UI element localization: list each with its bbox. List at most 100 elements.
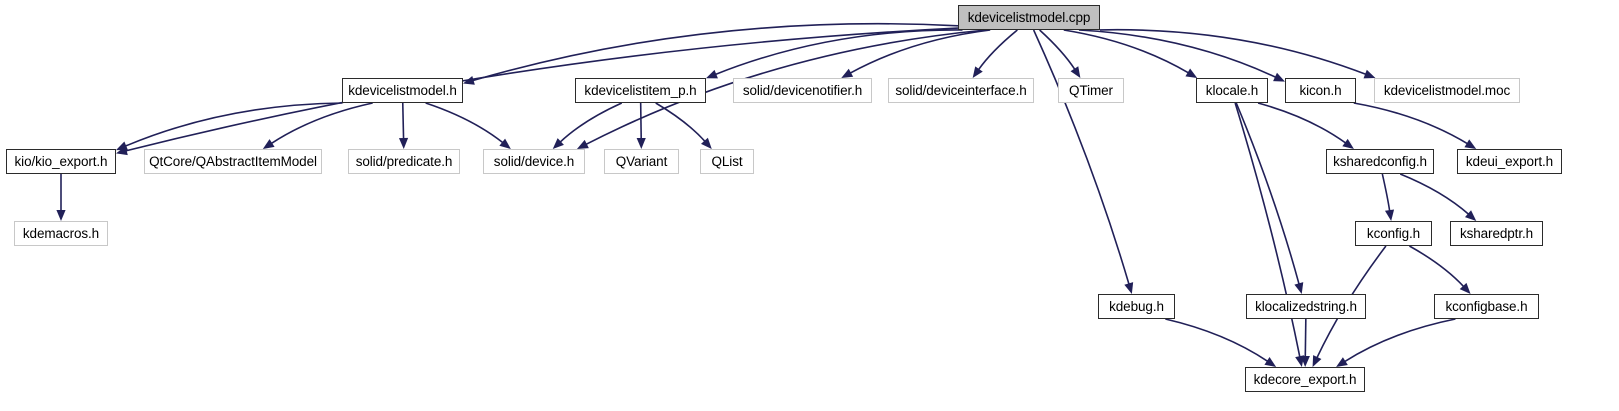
graph-edge-arrowhead: [701, 137, 712, 149]
graph-node-kio-export-h[interactable]: kio/kio_export.h: [6, 149, 116, 174]
graph-node-label: kdemacros.h: [22, 225, 100, 241]
graph-node-label: kdevicelistmodel.moc: [1383, 82, 1511, 98]
graph-node-kconfig-h[interactable]: kconfig.h: [1355, 221, 1432, 246]
graph-node-solid-devicenotifier-h[interactable]: solid/devicenotifier.h: [733, 78, 872, 103]
graph-edge: [1032, 29, 1130, 285]
graph-edge: [401, 102, 405, 140]
graph-edge: [1381, 173, 1391, 212]
graph-node-label: solid/predicate.h: [355, 153, 453, 169]
graph-node-label: kdevicelistmodel.h: [348, 82, 457, 98]
graph-edge: [270, 102, 373, 145]
graph-edge: [1235, 102, 1300, 285]
graph-edge: [714, 29, 963, 76]
graph-edge: [849, 29, 991, 74]
graph-edge: [1344, 318, 1456, 363]
graph-node-label: klocalizedstring.h: [1255, 298, 1357, 314]
graph-node-kdeui-export-h[interactable]: kdeui_export.h: [1457, 149, 1562, 174]
graph-edge: [1353, 102, 1469, 145]
graph-node-label: solid/devicenotifier.h: [742, 82, 863, 98]
graph-node-klocalizedstring-h[interactable]: klocalizedstring.h: [1246, 294, 1366, 319]
graph-edge-arrowhead: [1300, 355, 1310, 367]
graph-node-kdevicelistmodel-cpp[interactable]: kdevicelistmodel.cpp: [958, 5, 1100, 30]
graph-edge: [559, 102, 623, 143]
graph-node-label: QTimer: [1069, 82, 1113, 98]
graph-node-label: kdevicelistitem_p.h: [584, 82, 697, 98]
graph-edge-arrowhead: [1459, 282, 1471, 294]
graph-edge-arrowhead: [1342, 138, 1354, 149]
graph-edge: [1099, 28, 1367, 76]
graph-edge-arrowhead: [1464, 210, 1477, 221]
graph-edge-arrowhead: [1185, 68, 1198, 78]
graph-edge-arrowhead: [1273, 72, 1285, 82]
graph-node-qtimer[interactable]: QTimer: [1058, 78, 1124, 103]
graph-edge: [1304, 318, 1307, 358]
graph-edge-arrowhead: [398, 137, 409, 149]
graph-node-kicon-h[interactable]: kicon.h: [1285, 78, 1356, 103]
graph-node-label: kdebug.h: [1109, 298, 1164, 314]
graph-edge: [655, 102, 706, 143]
graph-edge-arrowhead: [116, 141, 128, 151]
graph-node-qlist[interactable]: QList: [700, 149, 754, 174]
graph-edge: [125, 27, 959, 152]
graph-edge: [1234, 102, 1301, 358]
graph-node-label: klocale.h: [1205, 82, 1259, 98]
graph-node-label: ksharedptr.h: [1459, 225, 1534, 241]
graph-edge: [639, 102, 643, 140]
graph-edge-arrowhead: [1312, 355, 1322, 367]
graph-edge-arrowhead: [1070, 66, 1081, 78]
graph-edge-arrowhead: [841, 68, 854, 78]
graph-node-label: kio/kio_export.h: [14, 153, 108, 169]
graph-edge-arrowhead: [1336, 357, 1348, 367]
graph-node-label: kdeui_export.h: [1465, 153, 1554, 169]
graph-edge: [977, 29, 1018, 71]
graph-edge: [1399, 173, 1470, 215]
graph-edge-arrowhead: [972, 66, 983, 78]
graph-node-kconfigbase-h[interactable]: kconfigbase.h: [1434, 294, 1539, 319]
graph-edge-arrowhead: [636, 137, 646, 149]
graph-node-kdevicelistmodel-moc[interactable]: kdevicelistmodel.moc: [1374, 78, 1520, 103]
graph-edge: [425, 102, 504, 144]
graph-node-kdevicelistmodel-h[interactable]: kdevicelistmodel.h: [342, 78, 463, 103]
graph-node-label: kdecore_export.h: [1253, 371, 1357, 387]
graph-edge-arrowhead: [706, 69, 718, 79]
graph-edge-arrowhead: [576, 139, 589, 149]
graph-node-solid-device-h[interactable]: solid/device.h: [483, 149, 585, 174]
graph-node-ksharedptr-h[interactable]: ksharedptr.h: [1450, 221, 1543, 246]
graph-node-kdecore-export-h[interactable]: kdecore_export.h: [1245, 367, 1365, 392]
graph-edge: [1409, 245, 1465, 288]
graph-node-label: kconfig.h: [1366, 225, 1421, 241]
graph-node-label: QtCore/QAbstractItemModel: [149, 153, 317, 169]
graph-edge-arrowhead: [1294, 282, 1304, 294]
graph-node-qabstractitemmodel[interactable]: QtCore/QAbstractItemModel: [144, 149, 322, 174]
graph-edge: [124, 102, 343, 147]
graph-edge: [585, 29, 987, 146]
graph-edge: [472, 22, 959, 82]
graph-node-label: solid/device.h: [493, 153, 575, 169]
graph-node-kdemacros-h[interactable]: kdemacros.h: [14, 221, 108, 246]
graph-node-kdebug-h[interactable]: kdebug.h: [1098, 294, 1175, 319]
graph-edge: [1039, 29, 1076, 71]
graph-node-solid-deviceinterface-h[interactable]: solid/deviceinterface.h: [888, 78, 1034, 103]
graph-edge: [1063, 29, 1190, 74]
graph-edge-arrowhead: [1464, 139, 1477, 149]
graph-edge-arrowhead: [552, 138, 564, 149]
graph-edge-arrowhead: [1384, 209, 1395, 221]
graph-node-label: kconfigbase.h: [1445, 298, 1528, 314]
graph-node-ksharedconfig-h[interactable]: ksharedconfig.h: [1326, 149, 1434, 174]
graph-node-label: kicon.h: [1299, 82, 1342, 98]
graph-edge-arrowhead: [262, 139, 275, 149]
graph-node-label: QList: [711, 153, 743, 169]
graph-edge-arrowhead: [1124, 282, 1134, 294]
graph-node-kdevicelistitem-p-h[interactable]: kdevicelistitem_p.h: [575, 78, 706, 103]
graph-node-label: solid/deviceinterface.h: [895, 82, 1027, 98]
graph-node-qvariant[interactable]: QVariant: [604, 149, 679, 174]
graph-node-label: QVariant: [615, 153, 668, 169]
graph-node-solid-predicate-h[interactable]: solid/predicate.h: [348, 149, 460, 174]
graph-node-klocale-h[interactable]: klocale.h: [1196, 78, 1268, 103]
graph-edge-arrowhead: [1264, 357, 1277, 367]
graph-edge-arrowhead: [499, 138, 511, 149]
graph-edge: [1165, 318, 1269, 363]
graph-node-label: ksharedconfig.h: [1333, 153, 1427, 169]
